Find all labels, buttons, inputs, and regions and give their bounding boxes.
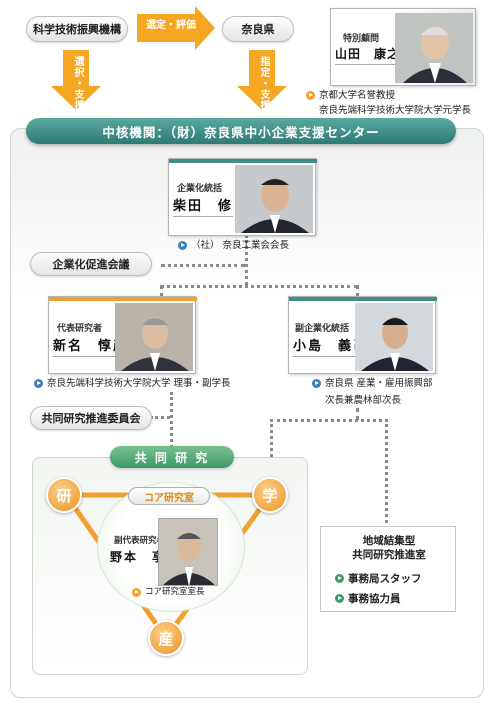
node-ken: 研 [46, 477, 82, 513]
rep-card: 代表研究者 新名 惇彦 [48, 296, 197, 374]
director-caption-text: （社） 奈良工業会会長 [191, 240, 290, 251]
bullet-icon [178, 241, 187, 250]
director-photo [235, 165, 313, 233]
rep-caption-text: 奈良先端科学技術大学院大学 理事・副学長 [47, 378, 231, 389]
regional-line1: 地域結集型 [362, 535, 416, 547]
nara-box: 奈良県 [222, 16, 294, 42]
vice-director-caption: 奈良県 産業・雇用振興部 次長兼農林部次長 [312, 376, 433, 408]
right-down-arrow [237, 50, 287, 110]
regional-item2: 事務協力員 [335, 591, 401, 606]
node-gaku-label: 学 [262, 486, 278, 505]
regional-office-card: 地域結集型 共同研究推進室 事務局スタッフ 事務協力員 [320, 526, 456, 612]
regional-item1: 事務局スタッフ [335, 571, 422, 586]
rep-photo [115, 303, 193, 371]
selection-arrow-label: 選定・評価 [146, 20, 196, 31]
joint-committee-label: 共同研究推進委員会 [41, 412, 141, 425]
vice-director-card: 副企業化統括 小島 義己 [288, 296, 437, 374]
vice-director-caption2: 次長兼農林部次長 [325, 395, 402, 406]
rep-caption: 奈良先端科学技術大学院大学 理事・副学長 [34, 376, 231, 391]
bullet-icon [335, 574, 344, 583]
connector [170, 392, 173, 448]
core-lab-label: コア研究室 [144, 492, 194, 504]
advisor-caption: 京都大学名誉教授 奈良先端科学技術大学院大学元学長 [306, 88, 471, 118]
core-lab-caption: コア研究室室長 [132, 585, 205, 600]
joint-research-banner: 共 同 研 究 [110, 446, 234, 468]
core-lab-photo [158, 518, 218, 586]
rep-name: 新名 惇彦 [53, 335, 129, 357]
bullet-icon [312, 379, 321, 388]
vice-director-photo [355, 303, 433, 371]
director-name: 柴田 修 [173, 195, 234, 217]
connector [385, 419, 388, 529]
advisor-line2: 奈良先端科学技術大学院大学元学長 [319, 105, 472, 116]
connector [160, 285, 163, 297]
vice-director-title: 副企業化統括 [295, 324, 350, 334]
core-org-label: 中核機関：（財）奈良県中小企業支援センター [102, 124, 380, 140]
promotion-meeting-box: 企業化促進会議 [30, 252, 152, 276]
advisor-photo [395, 13, 473, 83]
regional-item2-text: 事務協力員 [348, 593, 401, 605]
core-lab-tag: コア研究室 [128, 487, 210, 505]
vice-director-name: 小島 義己 [293, 335, 369, 357]
core-org-banner: 中核機関：（財）奈良県中小企業支援センター [26, 118, 456, 144]
advisor-line1: 京都大学名誉教授 [319, 90, 396, 101]
joint-committee-box: 共同研究推進委員会 [30, 406, 152, 430]
director-card: 企業化統括 柴田 修 [168, 158, 317, 236]
connector [150, 416, 170, 419]
bullet-icon [306, 91, 315, 100]
vice-director-caption1: 奈良県 産業・雇用振興部 [325, 378, 433, 389]
connector [161, 264, 245, 267]
connector [270, 419, 388, 422]
director-caption: （社） 奈良工業会会長 [178, 238, 289, 253]
connector [245, 235, 248, 285]
jst-box: 科学技術振興機構 [26, 16, 128, 42]
director-title: 企業化統括 [177, 184, 223, 194]
left-down-label: 選択・支援 [72, 56, 83, 111]
nara-label: 奈良県 [241, 23, 275, 36]
bullet-icon [335, 594, 344, 603]
core-lab-title: 副代表研究者 [114, 536, 166, 546]
node-gaku: 学 [252, 477, 288, 513]
regional-line2: 共同研究推進室 [352, 549, 426, 561]
advisor-name: 山田 康之 [335, 45, 401, 65]
node-san-label: 産 [158, 629, 174, 648]
regional-item1-text: 事務局スタッフ [348, 573, 422, 585]
advisor-card: 特別顧問 山田 康之 [330, 8, 476, 86]
advisor-title: 特別顧問 [343, 34, 380, 44]
connector [160, 285, 358, 288]
node-san: 産 [148, 620, 184, 656]
jst-label: 科学技術振興機構 [33, 23, 121, 36]
connector [356, 285, 359, 297]
joint-research-label: 共 同 研 究 [134, 450, 210, 465]
bullet-icon [34, 379, 43, 388]
right-down-label: 指定・支援 [258, 56, 269, 111]
connector [356, 408, 359, 420]
promotion-meeting-label: 企業化促進会議 [52, 258, 130, 271]
left-down-arrow [51, 50, 101, 110]
bullet-icon [132, 588, 141, 597]
core-lab-caption-text: コア研究室室長 [145, 587, 205, 597]
connector [270, 419, 273, 457]
rep-title: 代表研究者 [57, 324, 103, 334]
node-ken-label: 研 [56, 486, 72, 505]
selection-arrow [137, 6, 215, 50]
